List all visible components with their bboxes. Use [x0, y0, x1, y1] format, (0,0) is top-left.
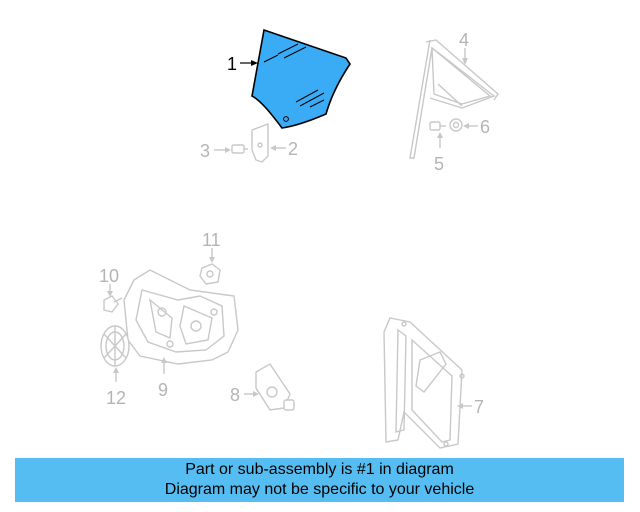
- part-4-quarter-glass[interactable]: [409, 39, 499, 159]
- callout-8-label: 8: [230, 385, 240, 405]
- part-5-screw[interactable]: [429, 121, 446, 131]
- callout-4-arrowhead: [462, 58, 468, 65]
- callout-1-label: 1: [227, 54, 237, 74]
- part-6-grommet[interactable]: [449, 118, 463, 132]
- callout-7-label: 7: [474, 397, 484, 417]
- callout-3-arrowhead: [225, 147, 231, 153]
- caption-band: Part or sub-assembly is #1 in diagram Di…: [15, 458, 624, 502]
- part-10-bolt[interactable]: [103, 295, 123, 313]
- part-1-door-glass[interactable]: [251, 28, 351, 129]
- part-7-window-regulator[interactable]: [383, 317, 465, 449]
- callout-11-label: 11: [202, 230, 221, 250]
- caption-line-1: Part or sub-assembly is #1 in diagram: [185, 461, 454, 478]
- part-11-nut[interactable]: [199, 263, 221, 285]
- callout-2-arrowhead: [270, 145, 276, 151]
- callout-4-label: 4: [459, 30, 469, 50]
- callout-12-label: 12: [106, 388, 126, 408]
- callout-1-arrowhead: [251, 60, 258, 66]
- callout-2-label: 2: [288, 139, 298, 159]
- part-12-speaker[interactable]: [100, 325, 130, 367]
- callout-12-arrowhead: [113, 367, 119, 373]
- callout-5-arrowhead: [437, 132, 443, 138]
- callout-6-label: 6: [480, 117, 490, 137]
- callout-9-label: 9: [158, 380, 168, 400]
- part-8-motor[interactable]: [255, 363, 295, 411]
- part-3-bolt[interactable]: [231, 144, 248, 154]
- callout-10-label: 10: [99, 266, 119, 286]
- callout-9-arrowhead: [161, 357, 167, 363]
- callout-5-label: 5: [434, 154, 444, 174]
- callout-6-arrowhead: [463, 123, 469, 129]
- callout-11-arrowhead: [209, 257, 215, 263]
- part-2-bracket[interactable]: [251, 122, 269, 163]
- callout-10-arrowhead: [107, 291, 113, 297]
- caption-line-2: Diagram may not be specific to your vehi…: [164, 481, 475, 498]
- callout-3-label: 3: [200, 141, 210, 161]
- part-9-door-module[interactable]: [123, 269, 239, 365]
- callout-7-arrowhead: [457, 403, 463, 409]
- callout-8-arrowhead: [253, 391, 259, 397]
